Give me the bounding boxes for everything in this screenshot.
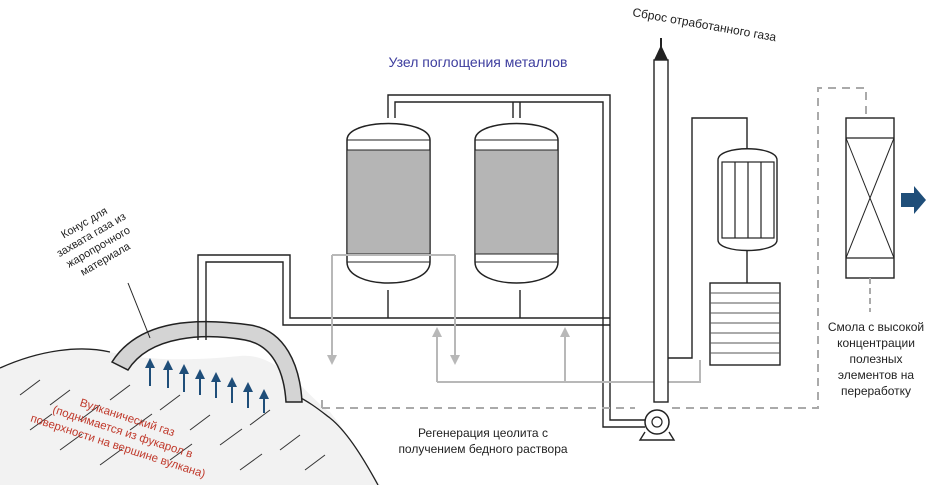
capture-cone-label: Конус для захвата газа из жаропрочного м… bbox=[55, 205, 133, 278]
resin-line-2: концентрации bbox=[837, 336, 915, 350]
resin-line-5: переработку bbox=[841, 384, 911, 398]
regeneration-lines bbox=[327, 254, 701, 383]
output-arrow-icon bbox=[901, 186, 926, 214]
collection-tank bbox=[709, 282, 781, 366]
resin-line-4: элементов на bbox=[838, 368, 914, 382]
gas-arrows bbox=[145, 358, 269, 413]
zeolite-line-2: получением бедного раствора bbox=[398, 442, 567, 456]
zeolite-regeneration-label: Регенерация цеолита с получением бедного… bbox=[398, 426, 567, 456]
gas-arrow bbox=[163, 360, 173, 388]
gas-arrow bbox=[145, 358, 155, 386]
resin-line-3: полезных bbox=[849, 352, 902, 366]
cone-pointer bbox=[127, 282, 151, 339]
resin-line-1: Смола с высокой bbox=[828, 320, 924, 334]
absorption-unit-title: Узел поглощения металлов bbox=[389, 54, 568, 70]
filter-column bbox=[717, 148, 778, 252]
gas-pipe bbox=[197, 94, 645, 428]
gas-arrow bbox=[179, 364, 189, 392]
gas-arrow bbox=[227, 377, 237, 403]
ground-hatching bbox=[19, 379, 326, 471]
capture-cone bbox=[110, 320, 303, 403]
resin-cartridge bbox=[845, 117, 895, 312]
absorber-vessel-1 bbox=[346, 122, 431, 284]
exhaust-stack bbox=[653, 38, 669, 403]
absorber-vessel-2 bbox=[474, 122, 559, 284]
zeolite-line-1: Регенерация цеолита с bbox=[418, 426, 548, 440]
gas-arrow bbox=[211, 372, 221, 398]
dashed-return-line bbox=[321, 87, 867, 409]
resin-label: Смола с высокой концентрации полезных эл… bbox=[828, 320, 924, 398]
exhaust-gas-label: Сброс отработанного газа bbox=[631, 5, 777, 44]
gas-arrow bbox=[259, 389, 269, 413]
column-pipes bbox=[668, 117, 748, 359]
gas-arrow bbox=[195, 369, 205, 395]
pump bbox=[638, 409, 676, 441]
gas-arrow bbox=[243, 382, 253, 408]
